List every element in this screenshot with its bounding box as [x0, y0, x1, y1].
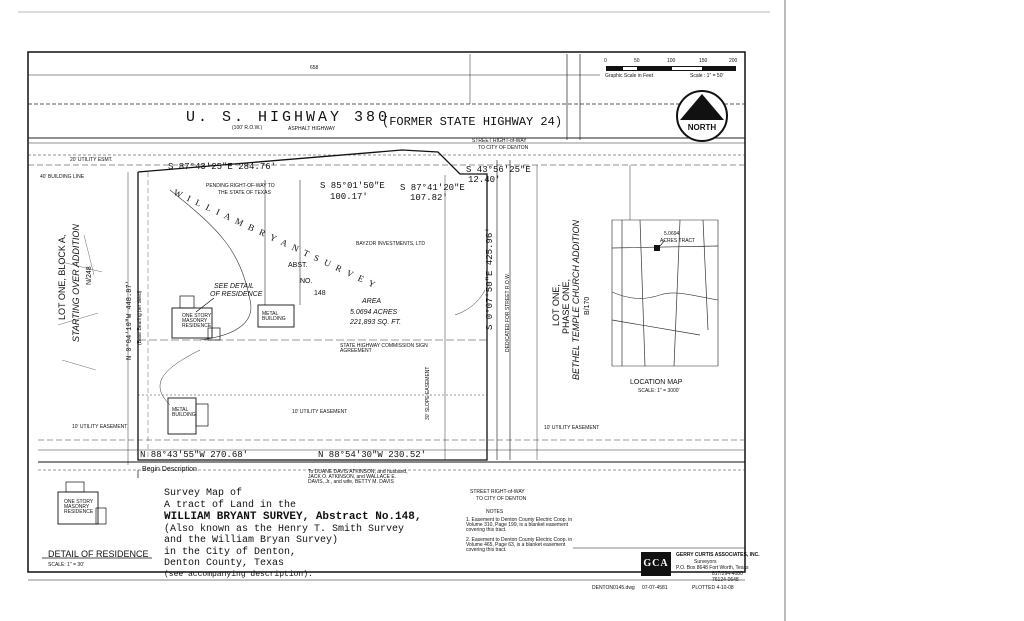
footer-plotted: PLOTTED 4-10-08 — [692, 585, 734, 591]
begin-description: Begin Description — [142, 466, 197, 473]
location-acres: 5.0694 — [664, 231, 680, 237]
abst-label: ABST. — [288, 262, 308, 269]
scale-tick-200: 200 — [729, 58, 738, 64]
lot-one-right-1: LOT ONE, — [551, 284, 561, 326]
utility-easement-10-left: 10' UTILITY EASEMENT — [72, 424, 128, 430]
scale-ratio-label: Scale : 1" = 50' — [690, 73, 724, 79]
title-line-5: and the William Bryan Survey) — [164, 535, 339, 547]
bearing-south-west: N 88°43'55"W 270.68' — [140, 450, 249, 460]
north-arrow-icon: NORTH — [676, 90, 728, 142]
scale-tick-50: 50 — [634, 58, 640, 64]
bearing-west-note: (Base Bearing per deed) — [137, 290, 143, 345]
title-line-1: Survey Map of — [164, 488, 243, 499]
bearing-corner: S 43°56'25"E — [466, 165, 531, 175]
graphic-scale-bar — [606, 66, 736, 71]
slope-easement: 30' SLOPE EASEMENT — [425, 366, 431, 420]
utility-easement-10-right: 10' UTILITY EASEMENT — [544, 425, 600, 431]
title-line-7: Denton County, Texas — [164, 558, 285, 570]
bearing-top-mid: S 85°01'50"E — [320, 181, 385, 191]
state-of-texas: THE STATE OF TEXAS — [218, 190, 271, 196]
building-line: 40' BUILDING LINE — [40, 174, 85, 180]
owner-bayzor: BAYZOR INVESTMENTS, LTD — [356, 241, 425, 247]
north-label: NORTH — [687, 123, 717, 132]
utility-easement-10-mid: 10' UTILITY EASEMENT — [292, 409, 348, 415]
pending-row: PENDING RIGHT-OF-WAY TO — [206, 183, 275, 189]
city-of-denton-bottom: TO CITY OF DENTON — [476, 496, 527, 502]
detail-scale: SCALE: 1" = 30' — [48, 562, 84, 568]
title-line-6: in the City of Denton, — [164, 546, 297, 558]
scale-tick-150: 150 — [699, 58, 708, 64]
note-2: 2. Easement to Denton County Electric Co… — [466, 537, 573, 553]
metal-building-label-2: METAL BUILDING — [172, 407, 196, 418]
area-sqft: 221,893 SQ. FT. — [350, 319, 402, 326]
bearing-top-left: S 87°43'25"E 284.76' — [168, 162, 277, 172]
surveyor-address: P.O. Box 8648 Fort Worth, Texas — [676, 565, 749, 571]
area-title: AREA — [362, 298, 382, 305]
lot-one-left-2: STARTING OVER ADDITION — [71, 224, 81, 342]
street-row-top: STREET RIGHT-of-WAY — [472, 138, 527, 144]
detail-title: DETAIL OF RESIDENCE — [48, 549, 149, 559]
top-distance: 658 — [310, 65, 319, 71]
bearing-west-side: N 0°04'10"W 448.87' — [126, 280, 134, 360]
title-line-8: (see accompanying description). — [164, 569, 313, 579]
highway-name: U. S. HIGHWAY 380 — [186, 109, 391, 126]
highway-former-name: (FORMER STATE HIGHWAY 24) — [382, 115, 563, 129]
title-line-2: A tract of Land in the — [164, 499, 297, 511]
footer-job: 07-07-4581 — [642, 585, 668, 591]
location-map-scale: SCALE: 1" = 3000' — [638, 388, 680, 394]
of-residence-label: OF RESIDENCE — [210, 291, 263, 298]
title-block: Survey Map of A tract of Land in the WIL… — [164, 488, 464, 579]
scale-tick-100: 100 — [667, 58, 676, 64]
lot-one-right-4: B/170 — [584, 296, 591, 315]
area-acres: 5.0694 ACRES — [350, 309, 398, 316]
bearing-east-side: S 0°07'50"E 425.96' — [485, 227, 495, 330]
highway-row-width: (100' R.O.W.) — [232, 125, 263, 131]
notes-heading: NOTES — [486, 509, 504, 515]
highway-commission: STATE HIGHWAY COMMISSION SIGN AGREEMENT — [340, 343, 428, 354]
surveyor-firm: GERRY CURTIS ASSOCIATES, INC. — [676, 552, 760, 558]
see-detail-label: SEE DETAIL — [214, 283, 254, 290]
no-label: NO. — [300, 278, 313, 285]
surveyor-role: Surveyors — [694, 559, 717, 565]
metal-building-label-1: METAL BUILDING — [262, 311, 286, 322]
bearing-top-right: S 87°41'20"E — [400, 183, 465, 193]
utility-easement-20: 20' UTILITY ESMT. — [70, 157, 113, 163]
bearing-top-right-dist: 107.82' — [410, 193, 448, 203]
owner-atkinson: To DUANE DAVIS ATKINSON, and husband, JA… — [308, 469, 408, 485]
city-of-denton-top: TO CITY OF DENTON — [478, 145, 529, 151]
lot-one-right-2: PHASE ONE, — [561, 278, 571, 334]
street-row-bottom: STREET RIGHT-of-WAY — [470, 489, 525, 495]
detail-house-label: ONE STORY MASONRY RESIDENCE — [64, 499, 94, 515]
scale-tick-0: 0 — [604, 58, 607, 64]
bearing-corner-dist: 12.40' — [468, 175, 501, 185]
dedicated-street: DEDICATED FOR STREET R.O.W. — [505, 273, 511, 352]
abst-number: 148 — [314, 290, 326, 297]
surveyor-phone: 817/294-4080 — [712, 571, 743, 577]
note-1: 1. Easement to Denton County Electric Co… — [466, 517, 573, 533]
residence-label: ONE STORY MASONRY RESIDENCE — [182, 313, 212, 329]
highway-asphalt: ASPHALT HIGHWAY — [288, 126, 336, 132]
lot-one-left-1: LOT ONE, BLOCK A, — [57, 234, 67, 320]
bearing-south-east: N 88°54'30"W 230.52' — [318, 450, 427, 460]
location-acres-tract: ACRES TRACT — [660, 238, 696, 244]
graphic-scale-label: Graphic Scale in Feet — [605, 73, 654, 79]
bearing-top-mid-dist: 100.17' — [330, 192, 368, 202]
title-line-3: WILLIAM BRYANT SURVEY, Abstract No.148, — [164, 511, 422, 523]
lot-one-left-3: N/248 — [86, 266, 93, 285]
surveyor-zip: 76124-0648 — [712, 577, 739, 583]
lot-one-right-3: BETHEL TEMPLE CHURCH ADDITION — [571, 219, 581, 380]
location-map-title: LOCATION MAP — [630, 379, 683, 386]
footer-file: DENTON0145.dwg — [592, 585, 635, 591]
title-line-4: (Also known as the Henry T. Smith Survey — [164, 523, 405, 535]
surveyor-logo: GCA — [641, 552, 671, 576]
